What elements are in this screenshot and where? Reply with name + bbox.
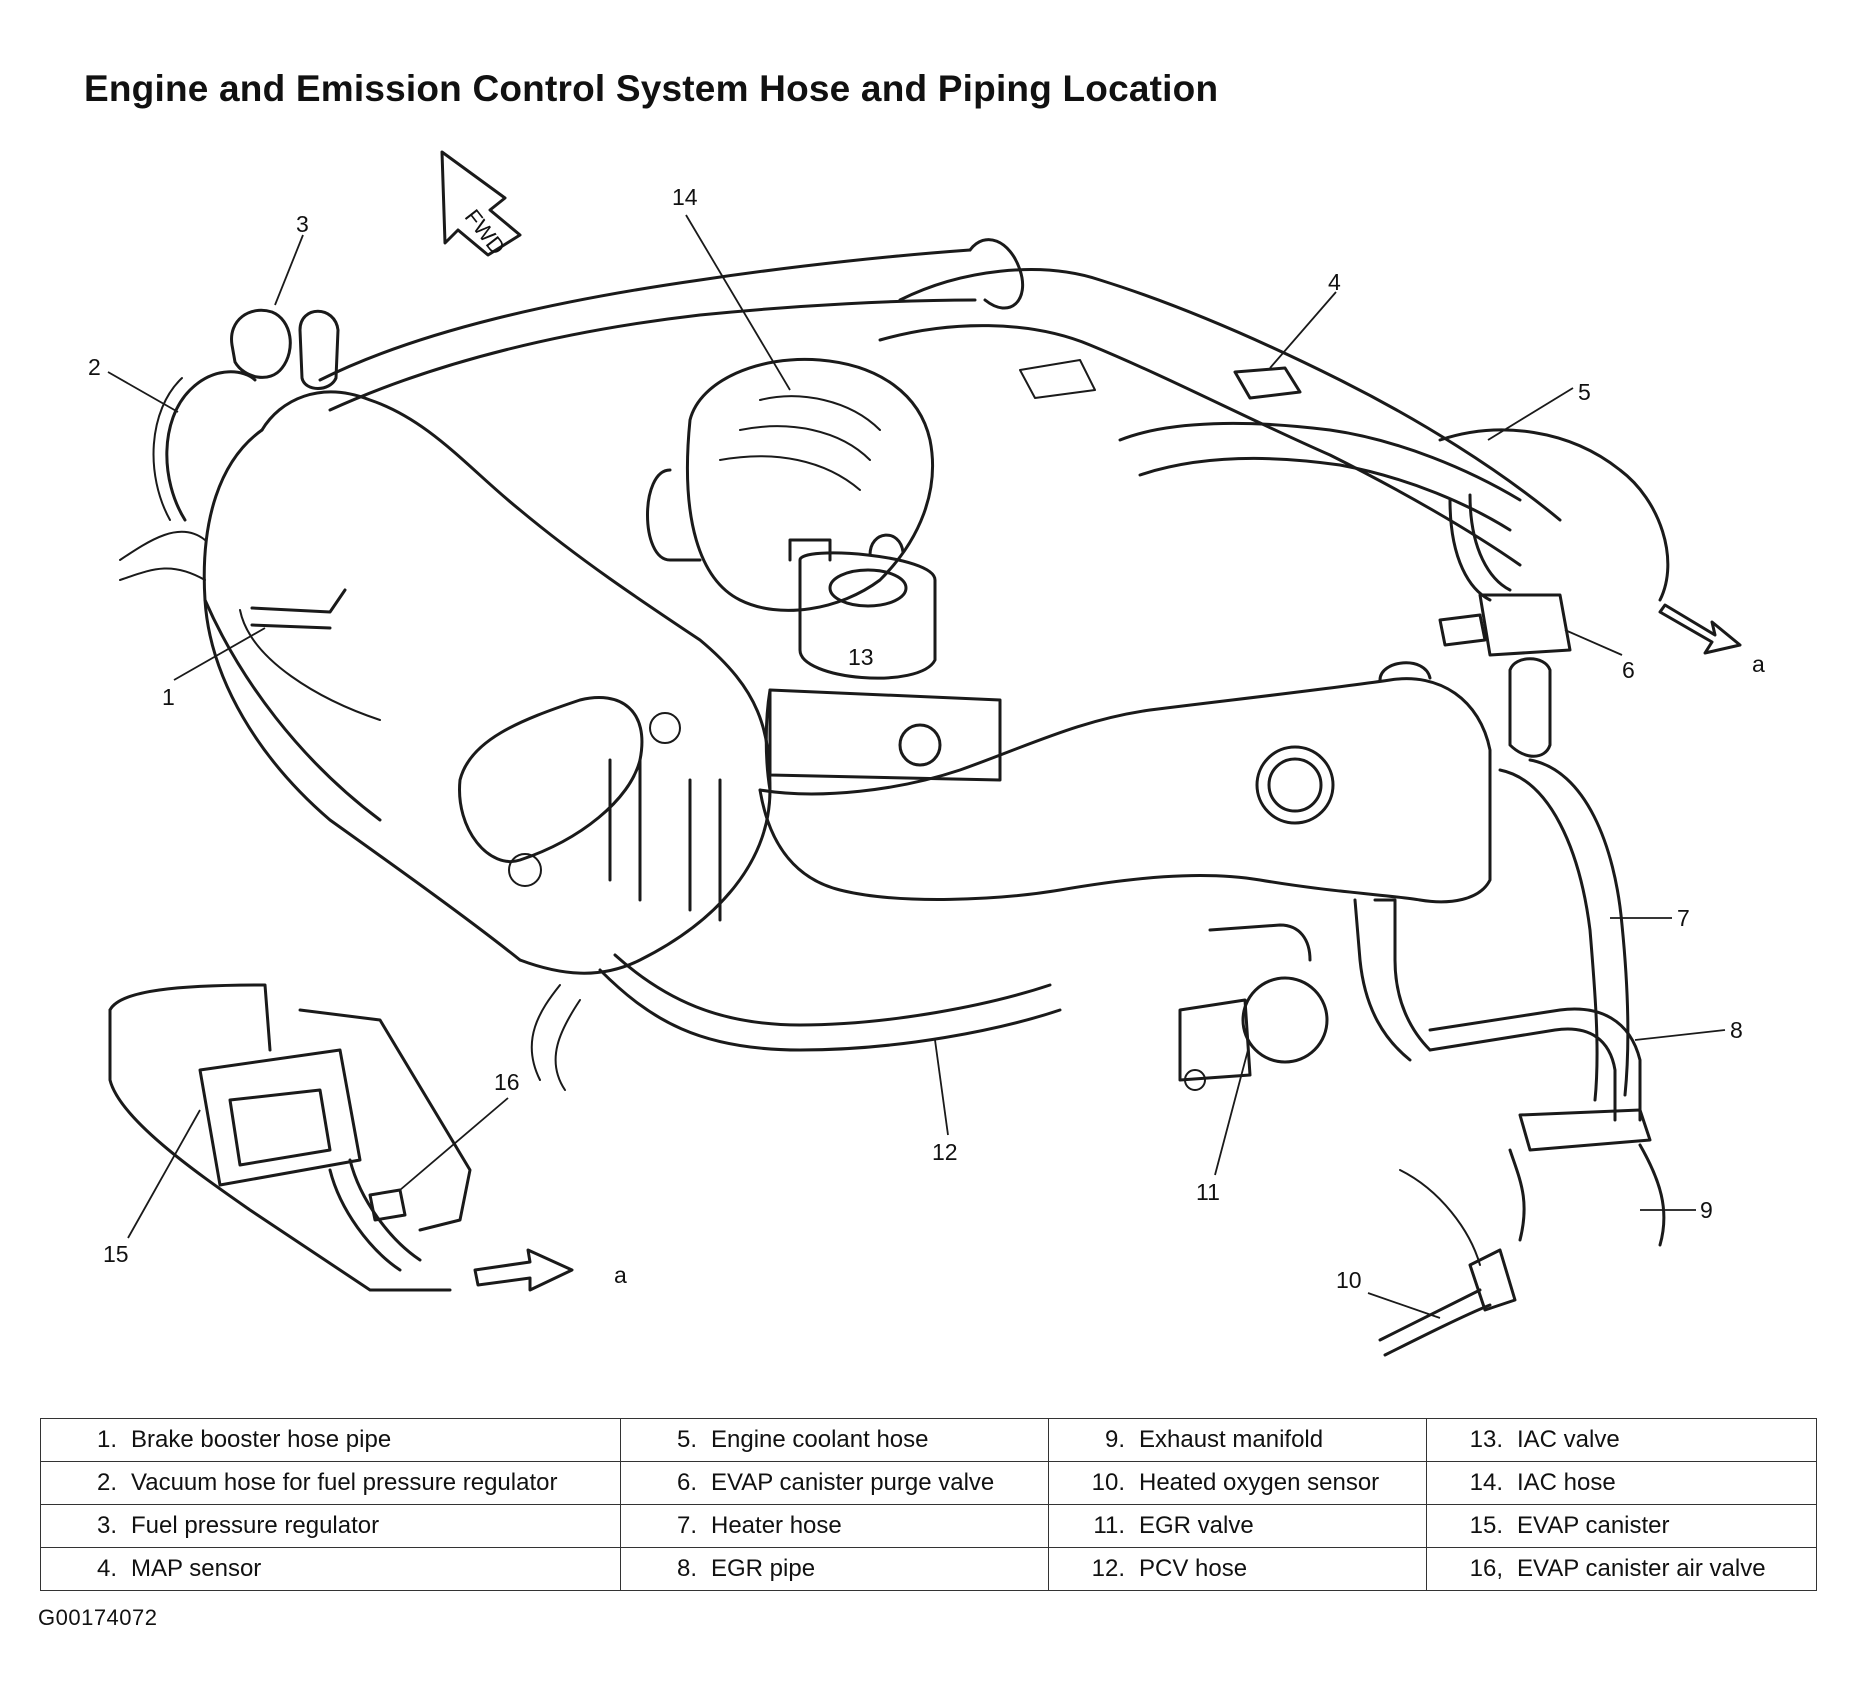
- legend-item: 5.Engine coolant hose: [620, 1418, 1049, 1462]
- fwd-arrow-icon: FWD: [440, 150, 522, 260]
- callout-16: 16: [494, 1069, 520, 1095]
- callout-8: 8: [1730, 1017, 1743, 1043]
- connector-label-right: a: [1752, 651, 1765, 677]
- legend-item: 10.Heated oxygen sensor: [1048, 1461, 1427, 1505]
- callout-11: 11: [1196, 1179, 1220, 1205]
- callout-13: 13: [848, 644, 874, 670]
- engine-illustration: a a: [108, 238, 1765, 1357]
- page-title: Engine and Emission Control System Hose …: [84, 68, 1219, 109]
- legend-item: 12.PCV hose: [1048, 1547, 1427, 1591]
- legend-item: 7.Heater hose: [620, 1504, 1049, 1548]
- fwd-label: FWD: [460, 205, 511, 260]
- legend-item: 14.IAC hose: [1426, 1461, 1817, 1505]
- callout-numbers: 1 2 3 4 5 6 7 8 9 10 11 12 13 14 15 16: [88, 184, 1743, 1293]
- connector-label-left: a: [614, 1262, 627, 1288]
- callout-7: 7: [1677, 905, 1690, 931]
- legend-item: 6.EVAP canister purge valve: [620, 1461, 1049, 1505]
- engine-hose-diagram: FWD: [88, 150, 1765, 1357]
- legend-row: 3.Fuel pressure regulator 7.Heater hose …: [40, 1504, 1817, 1548]
- legend-item: 4.MAP sensor: [40, 1547, 621, 1591]
- callout-1: 1: [162, 684, 175, 710]
- figure-code: G00174072: [38, 1605, 158, 1630]
- callout-15: 15: [103, 1241, 129, 1267]
- legend-table: 1.Brake booster hose pipe 5.Engine coola…: [40, 1418, 1817, 1591]
- legend-row: 2.Vacuum hose for fuel pressure regulato…: [40, 1461, 1817, 1505]
- callout-3: 3: [296, 211, 309, 237]
- legend-row: 1.Brake booster hose pipe 5.Engine coola…: [40, 1418, 1817, 1462]
- callout-14: 14: [672, 184, 698, 210]
- callout-5: 5: [1578, 379, 1591, 405]
- callout-12: 12: [932, 1139, 958, 1165]
- callout-2: 2: [88, 354, 101, 380]
- legend-item: 9.Exhaust manifold: [1048, 1418, 1427, 1462]
- callout-6: 6: [1622, 657, 1635, 683]
- callout-10: 10: [1336, 1267, 1362, 1293]
- legend-item: 3.Fuel pressure regulator: [40, 1504, 621, 1548]
- legend-item: 13.IAC valve: [1426, 1418, 1817, 1462]
- callout-9: 9: [1700, 1197, 1713, 1223]
- legend-item: 8.EGR pipe: [620, 1547, 1049, 1591]
- legend-item: 2.Vacuum hose for fuel pressure regulato…: [40, 1461, 621, 1505]
- legend-item: 15.EVAP canister: [1426, 1504, 1817, 1548]
- legend-item: 16,EVAP canister air valve: [1426, 1547, 1817, 1591]
- callout-4: 4: [1328, 269, 1341, 295]
- legend-row: 4.MAP sensor 8.EGR pipe 12.PCV hose 16,E…: [40, 1547, 1817, 1591]
- callout-leaders: [107, 214, 1726, 1319]
- legend-item: 11.EGR valve: [1048, 1504, 1427, 1548]
- legend-item: 1.Brake booster hose pipe: [40, 1418, 621, 1462]
